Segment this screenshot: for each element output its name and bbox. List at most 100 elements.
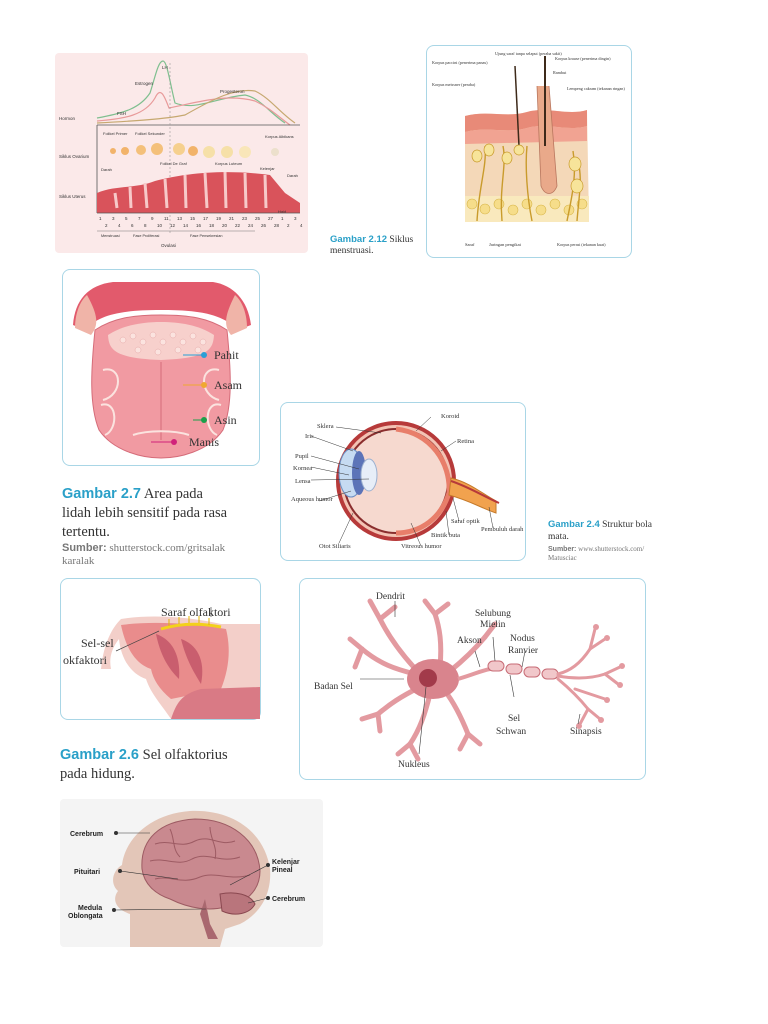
eye-diagram: Sklera Iris Pupil Kornea Lensa Aqueous h… [291, 413, 524, 550]
neuron-label-badan-sel: Badan Sel [314, 682, 353, 692]
brain-label-cerebrum-2: Cerebrum [272, 896, 305, 903]
hormone-estrogen-label: Estrogen [135, 81, 154, 86]
eye-figure: Sklera Iris Pupil Kornea Lensa Aqueous h… [280, 402, 526, 561]
eye-label-pembuluh-darah: Pembuluh darah [481, 526, 524, 533]
day-number: 20 [222, 223, 228, 228]
day-number: 2 [287, 223, 290, 228]
skin-label-saraf: Saraf [465, 242, 475, 247]
phase-sekresi: Fase Pensekresian [190, 234, 223, 238]
day-number: 9 [151, 216, 154, 221]
day-number: 19 [216, 216, 222, 221]
caption-2-6-line2: pada hidung. [60, 766, 135, 782]
caption-2-4-text: Struktur bola [599, 520, 652, 530]
caption-2-7-line3: tertentu. [62, 524, 110, 540]
stage-kelenjar: Kelenjar [260, 166, 275, 171]
phase-proliferasi: Fase Proliferasi [133, 234, 160, 238]
neuron-label-mielin: Mielin [480, 620, 506, 630]
day-number: 16 [196, 223, 202, 228]
stage-korpus-albikans: Korpus Albikans [265, 134, 294, 139]
tongue-figure: Pahit Asam Asin Manis [62, 269, 260, 466]
neuron-label-ranvier: Ranvier [508, 646, 539, 656]
stage-darah-2: Darah [287, 173, 298, 178]
ovarian-follicles [110, 143, 279, 158]
source-2-7: Sumber: shutterstock.com/gritsalak karal… [62, 542, 225, 568]
source-2-4-label: Sumber: [548, 546, 577, 553]
row-label-hormon: Hormon [59, 116, 76, 121]
caption-2-12: Gambar 2.12 Siklus menstruasi. [330, 234, 413, 257]
nose-label-sel-sel: Sel-sel [81, 636, 114, 650]
skin-label-korpus-meissner: Korpus meissner (peraba) [432, 82, 476, 87]
skin-label-jaringan-pengikat: Jaringan pengikat [489, 242, 522, 247]
neuron-label-sel: Sel [508, 714, 521, 724]
eye-label-retina: Retina [457, 438, 474, 445]
skin-figure: Ujung saraf tanpa selaput (peraba sakit)… [426, 45, 632, 258]
skin-label-korpus-perasi: Korpus perasi (tekanan kuat) [557, 242, 606, 247]
day-number: 28 [274, 223, 280, 228]
eye-label-otot-siliaris: Otot Siliaris [319, 543, 351, 550]
day-number: 26 [261, 223, 267, 228]
day-number: 8 [144, 223, 147, 228]
source-2-4-text: www.shutterstock.com/ [576, 545, 645, 553]
neuron-label-schwan: Schwan [496, 727, 526, 737]
eye-label-saraf-optik: Saraf optik [451, 518, 480, 525]
taste-asin: Asin [214, 413, 237, 427]
stage-folikel-de-graf: Folikel De Graf [160, 161, 188, 166]
menstrual-cycle-figure: LH Estrogen Progesteron FSH Hormon Siklu… [55, 53, 308, 253]
eye-label-bintik-buta: Bintik buta [431, 532, 460, 539]
row-label-siklus-uterus: Siklus Uterus [59, 194, 86, 199]
day-number: 3 [294, 216, 297, 221]
day-number: 11 [164, 216, 169, 221]
day-number: 12 [170, 223, 176, 228]
neuron-diagram: Dendrit Selubung Mielin Akson Nodus Ranv… [314, 592, 625, 770]
skin-diagram: Ujung saraf tanpa selaput (peraba sakit)… [432, 51, 625, 247]
day-number: 24 [248, 223, 254, 228]
brain-figure: Cerebrum Pituitari Medula Oblongata Kele… [60, 799, 323, 947]
ovulasi-label: Ovulasi [161, 243, 176, 248]
nose-figure: Saraf olfaktori Sel-sel okfaktori [60, 578, 261, 720]
day-number: 17 [203, 216, 209, 221]
caption-2-6-label: Gambar 2.6 [60, 747, 139, 763]
caption-2-4-line2: mata. [548, 532, 569, 542]
taste-pahit: Pahit [214, 348, 239, 362]
day-number: 27 [268, 216, 274, 221]
caption-2-4-label: Gambar 2.4 [548, 519, 600, 530]
day-number: 23 [242, 216, 248, 221]
caption-2-12-label: Gambar 2.12 [330, 234, 388, 245]
day-number: 10 [157, 223, 163, 228]
neuron-label-selubung: Selubung [475, 609, 511, 619]
nose-diagram: Saraf olfaktori Sel-sel okfaktori [63, 605, 260, 719]
skin-label-korpus-krause: Korpus krause (penerima dingin) [555, 56, 611, 61]
uterine-lining [97, 172, 300, 213]
stage-folikel-primer: Folikel Primer [103, 131, 128, 136]
brain-label-cerebrum-1: Cerebrum [70, 831, 103, 838]
day-number: 3 [112, 216, 115, 221]
neuron-figure: Dendrit Selubung Mielin Akson Nodus Ranv… [299, 578, 646, 780]
phase-menstruasi: Menstruasi [101, 234, 120, 238]
nose-label-saraf-olfaktori: Saraf olfaktori [161, 605, 231, 619]
caption-2-6: Gambar 2.6 Sel olfaktorius pada hidung. [60, 746, 228, 784]
menstrual-cycle-diagram: LH Estrogen Progesteron FSH Hormon Siklu… [59, 60, 303, 248]
eye-label-aqueous-humor: Aqueous humor [291, 496, 334, 503]
haid-label: Haid [278, 209, 286, 214]
eye-label-vitreous-humor: Vitreous humor [401, 543, 442, 550]
caption-2-7-line1: Area pada [141, 486, 203, 502]
caption-2-6-text: Sel olfaktorius [139, 747, 228, 763]
taste-asam: Asam [214, 378, 243, 392]
caption-2-12-line2: menstruasi. [330, 246, 374, 256]
source-2-7-text: shutterstock.com/gritsalak [106, 542, 226, 554]
eye-label-iris: Iris [305, 433, 314, 440]
source-2-4-line2: Matusciac [548, 554, 577, 562]
source-2-7-label: Sumber: [62, 542, 107, 554]
brain-label-pituitari: Pituitari [74, 869, 100, 876]
brain-label-pineal: Pineal [272, 867, 293, 874]
day-number: 2 [105, 223, 108, 228]
nose-label-okfaktori: okfaktori [63, 653, 108, 667]
skin-label-rambut: Rambut [553, 70, 567, 75]
neuron-label-nodus: Nodus [510, 634, 535, 644]
hormone-progesteron-label: Progesteron [220, 89, 245, 94]
eye-label-pupil: Pupil [295, 453, 309, 460]
eye-label-kornea: Kornea [293, 465, 312, 472]
day-number: 18 [209, 223, 215, 228]
eye-label-lensa: Lensa [295, 478, 311, 485]
